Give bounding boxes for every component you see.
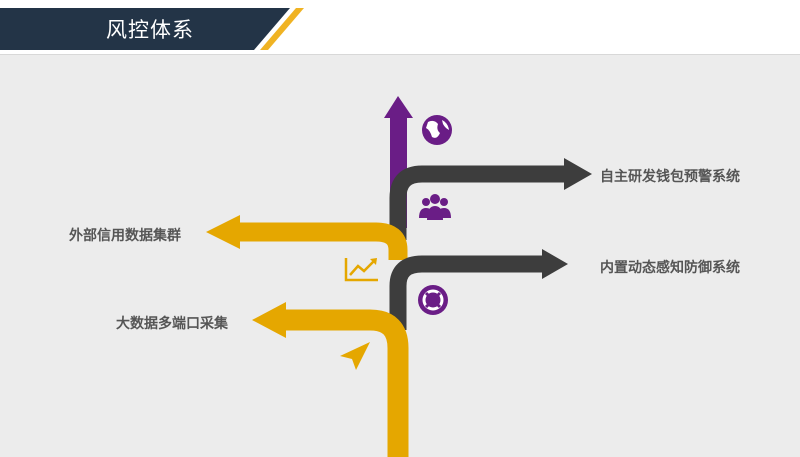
people-icon — [419, 194, 451, 220]
header-gold-slash — [260, 8, 304, 50]
lifebuoy-icon — [418, 285, 448, 315]
header-navy-block — [0, 8, 290, 50]
dark-arrow-head-top — [564, 158, 592, 190]
amber-arrow-head-bottom — [252, 302, 286, 338]
branch-label-left-bottom: 大数据多端口采集 — [116, 316, 228, 332]
branch-label-right-top: 自主研发钱包预警系统 — [600, 169, 740, 185]
amber-arrow-head-top — [206, 215, 240, 249]
page-title: 风控体系 — [106, 18, 194, 42]
dark-branch-bottom — [389, 255, 544, 330]
trend-chart-icon — [344, 258, 378, 282]
purple-arrow-head — [384, 96, 413, 118]
amber-branch-bottom — [284, 309, 409, 457]
globe-icon — [422, 115, 452, 145]
branch-label-left-top: 外部信用数据集群 — [69, 228, 181, 244]
amber-branch-top — [238, 222, 408, 260]
dark-branch-top — [389, 165, 566, 240]
paper-plane-icon — [340, 342, 370, 370]
branch-label-right-bottom: 内置动态感知防御系统 — [600, 260, 740, 276]
dark-arrow-head-bottom — [542, 249, 568, 279]
